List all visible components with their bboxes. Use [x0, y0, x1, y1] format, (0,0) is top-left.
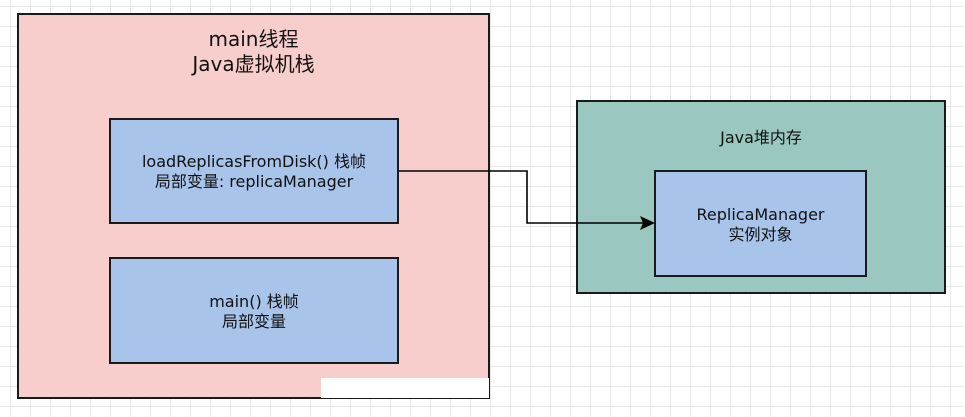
- heap-title: Java堆内存: [720, 128, 802, 147]
- frame-load-line1: loadReplicasFromDisk() 栈帧: [141, 152, 366, 171]
- jvm-stack-title: main线程 Java虚拟机栈: [19, 27, 488, 77]
- stack-frame-main-label: main() 栈帧 局部变量: [111, 292, 397, 332]
- heap-object-line1: ReplicaManager: [696, 205, 825, 224]
- heap-object-label: ReplicaManager 实例对象: [656, 205, 865, 245]
- frame-main-line2: 局部变量: [221, 312, 286, 331]
- stack-frame-load-replicas: loadReplicasFromDisk() 栈帧 局部变量: replicaM…: [109, 118, 399, 224]
- frame-load-line2: 局部变量: replicaManager: [154, 172, 354, 191]
- stack-frame-main: main() 栈帧 局部变量: [109, 257, 399, 364]
- frame-main-line1: main() 栈帧: [209, 292, 299, 311]
- stack-frame-load-label: loadReplicasFromDisk() 栈帧 局部变量: replicaM…: [111, 152, 397, 192]
- replica-manager-object: ReplicaManager 实例对象: [654, 170, 867, 277]
- stack-title-line2: Java虚拟机栈: [192, 52, 315, 76]
- white-patch: [321, 378, 489, 398]
- heap-object-line2: 实例对象: [728, 225, 793, 244]
- stack-title-line1: main线程: [208, 27, 299, 51]
